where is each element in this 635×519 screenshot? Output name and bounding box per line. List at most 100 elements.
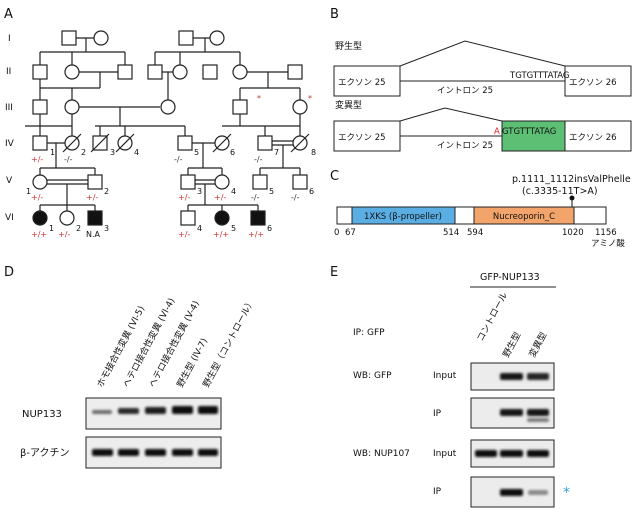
pedigree-male: [32, 135, 48, 151]
pedigree-female: [292, 99, 308, 115]
domain-1xks: [351, 206, 456, 225]
mutation-base: A: [494, 127, 500, 137]
intron-label: イントロン 25: [437, 141, 493, 151]
blot-band: [527, 409, 549, 416]
splice-arc: [399, 40, 566, 67]
pedigree-id: 6: [267, 224, 272, 233]
blot-band: [527, 450, 549, 457]
lane-label: コントロール: [476, 291, 510, 343]
pedigree-id: 6: [230, 148, 235, 157]
pedigree-male: [61, 30, 77, 46]
genotype-label: -/-: [254, 155, 263, 164]
axis-tick-label: 514: [443, 228, 459, 238]
genotype-label: +/+: [213, 230, 229, 239]
pedigree-male-affected: [250, 210, 266, 226]
pedigree-female: [160, 99, 176, 115]
pedigree-female-affected: [214, 210, 230, 226]
genotype-label: +/-: [58, 230, 70, 239]
blot-band: [145, 449, 166, 456]
axis-tick-label: 594: [467, 228, 483, 238]
blot-band: [198, 449, 218, 456]
genotype-label: -/-: [174, 155, 183, 164]
pedigree-male: [180, 210, 196, 226]
pedigree-male: [117, 64, 133, 80]
lane-label: ホモ接合性変異 (VI-5): [94, 304, 147, 390]
generation-label-i: I: [8, 34, 11, 44]
pedigree-id: 4: [197, 224, 202, 233]
generation-label-iii: III: [5, 103, 13, 113]
blot-band: [198, 406, 218, 414]
cdna-label: (c.3335-11T>A): [522, 186, 598, 197]
pedigree-female-affected: [32, 210, 48, 226]
wb-gfp-label: WB: GFP: [353, 371, 392, 381]
blot-band: [475, 450, 497, 457]
blot-band: [500, 373, 523, 380]
pedigree-id: 3: [110, 148, 115, 157]
generation-label-vi: VI: [5, 213, 14, 223]
panel-d: D ホモ接合性変異 (VI-5) ヘテロ接合性変異 (VI-4) ヘテロ接合性変…: [4, 265, 257, 469]
blot-band: [118, 449, 139, 456]
star-mark: *: [257, 94, 261, 103]
axis-tick-label: 67: [345, 228, 356, 238]
input-row-label: Input: [433, 371, 457, 381]
blot-band: [500, 409, 523, 416]
blot-band: [172, 449, 193, 456]
pedigree-male: [178, 30, 194, 46]
blot-band: [500, 489, 523, 496]
axis-tick-label: 1156: [595, 228, 617, 238]
wb-nup107-label: WB: NUP107: [353, 449, 410, 459]
panel-c: C p.1111_1112insValPhelle (c.3335-11T>A)…: [330, 169, 631, 249]
pedigree-male: [32, 99, 48, 115]
input-row-label: Input: [433, 449, 457, 459]
pedigree-male: [87, 174, 103, 190]
genotype-label: +/-: [31, 155, 43, 164]
pedigree-male: [202, 64, 218, 80]
pedigree-female-deceased: [117, 135, 133, 151]
lane-label: 野生型: [500, 330, 523, 359]
asterisk-mark: *: [563, 485, 570, 501]
mutant-title: 変異型: [335, 99, 362, 111]
exon-25-label: エクソン 25: [338, 133, 386, 143]
pedigree-male: [252, 174, 268, 190]
exon-26-box: [564, 65, 632, 97]
genotype-label: -/-: [64, 155, 73, 164]
pedigree-id: 4: [231, 187, 236, 196]
genotype-label: -/-: [291, 193, 300, 202]
pedigree-id: 6: [309, 187, 314, 196]
pedigree-male-affected: [87, 210, 103, 226]
pedigree-male: [232, 99, 248, 115]
panel-a: A I II III IV V VI: [4, 7, 316, 239]
blot-band: [92, 410, 112, 414]
pedigree-female: [93, 30, 109, 46]
blot-band: [92, 449, 113, 456]
panel-b: B 野生型 エクソン 25 エクソン 26 TGTGTTTATAG イントロン …: [330, 7, 632, 152]
blot-band: [172, 406, 193, 414]
genotype-label: +/-: [31, 193, 43, 202]
domain-1xks-label: 1XKS (β-propeller): [364, 212, 442, 222]
pedigree-female: [209, 30, 225, 46]
panel-e: E GFP-NUP133 コントロール 野生型 変異型 IP: GFP WB: …: [330, 265, 570, 508]
genotype-label: +/+: [31, 230, 47, 239]
mutant-sequence: GTGTTTATAG: [502, 127, 556, 137]
genotype-label: +/+: [248, 230, 264, 239]
pedigree-male: [147, 64, 163, 80]
panel-b-letter: B: [330, 7, 339, 22]
axis-tick-label: 1020: [562, 228, 584, 238]
pedigree-id: 4: [134, 148, 139, 157]
exon-25-box: [333, 120, 401, 152]
exon-26-label: エクソン 26: [569, 133, 617, 143]
pedigree-female: [232, 64, 248, 80]
pedigree-male: [257, 135, 273, 151]
ip-row-label: IP: [433, 409, 442, 419]
blot-row-label: NUP133: [22, 409, 62, 420]
pedigree-id: 1: [50, 148, 55, 157]
genotype-label: +/-: [178, 193, 190, 202]
lane-label: 変異型: [526, 330, 549, 359]
pedigree-female: [172, 64, 188, 80]
pedigree-male-deceased: [92, 135, 108, 151]
axis-tick-label: 0: [334, 228, 339, 238]
not-available-label: N.A: [86, 230, 101, 239]
pedigree-id: 7: [274, 148, 279, 157]
pedigree-male: [292, 174, 308, 190]
pedigree-id: 8: [311, 148, 316, 157]
